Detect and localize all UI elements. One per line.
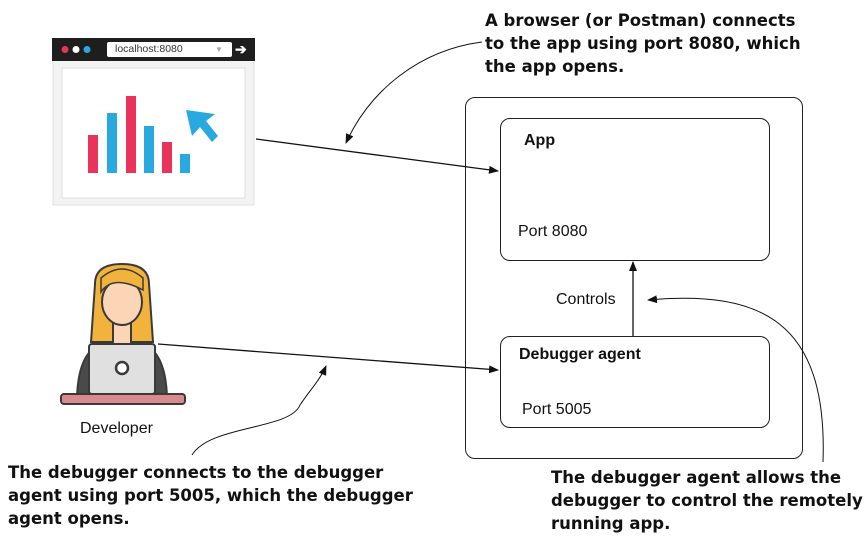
bar-1 [88, 135, 98, 173]
bottom-left-callout-pointer [191, 365, 327, 456]
developer-illustration [60, 262, 186, 405]
go-arrow-icon: ➔ [235, 41, 247, 57]
bar-4 [144, 126, 154, 173]
callout-bottom-left-line-3: agent opens. [8, 509, 130, 528]
callout-bottom-right: The debugger agent allows the debugger t… [551, 466, 863, 535]
address-bar: localhost:8080 [115, 43, 183, 55]
developer-to-agent-arrow [157, 343, 499, 374]
app-port: Port 8080 [518, 223, 588, 240]
callout-bottom-right-line-1: The debugger agent allows the [551, 468, 842, 487]
bar-6 [180, 154, 190, 173]
callout-top-line-3: the app opens. [485, 57, 625, 76]
callout-bottom-left: The debugger connects to the debugger ag… [8, 461, 413, 530]
callout-bottom-left-line-2: agent using port 5005, which the debugge… [8, 486, 413, 505]
app-box [500, 118, 770, 261]
dropdown-icon: ▼ [215, 45, 223, 54]
bar-3 [126, 96, 136, 173]
top-callout-pointer [345, 41, 483, 144]
app-title: App [524, 132, 556, 149]
browser-to-app-arrow [255, 138, 499, 174]
callout-bottom-right-line-2: debugger to control the remotely [551, 491, 863, 510]
callout-bottom-right-line-3: running app. [551, 514, 671, 533]
debugger-agent-title: Debugger agent [519, 346, 641, 363]
debugger-agent-port: Port 5005 [522, 401, 592, 418]
developer-figure [55, 262, 190, 412]
browser-illustration [52, 38, 255, 206]
cursor-arrow [186, 110, 218, 142]
browser-window: localhost:8080 ▼ ➔ [52, 38, 255, 206]
controls-label: Controls [556, 291, 616, 308]
callout-top: A browser (or Postman) connects to the a… [485, 9, 801, 78]
bottom-right-callout-pointer [647, 295, 824, 463]
callout-top-line-2: to the app using port 8080, which [485, 34, 801, 53]
debugger-agent-box [500, 336, 770, 428]
callout-bottom-left-line-1: The debugger connects to the debugger [8, 463, 384, 482]
developer-label: Developer [80, 420, 153, 437]
bar-5 [162, 142, 172, 173]
bar-2 [107, 113, 117, 173]
callout-top-line-1: A browser (or Postman) connects [485, 11, 796, 30]
